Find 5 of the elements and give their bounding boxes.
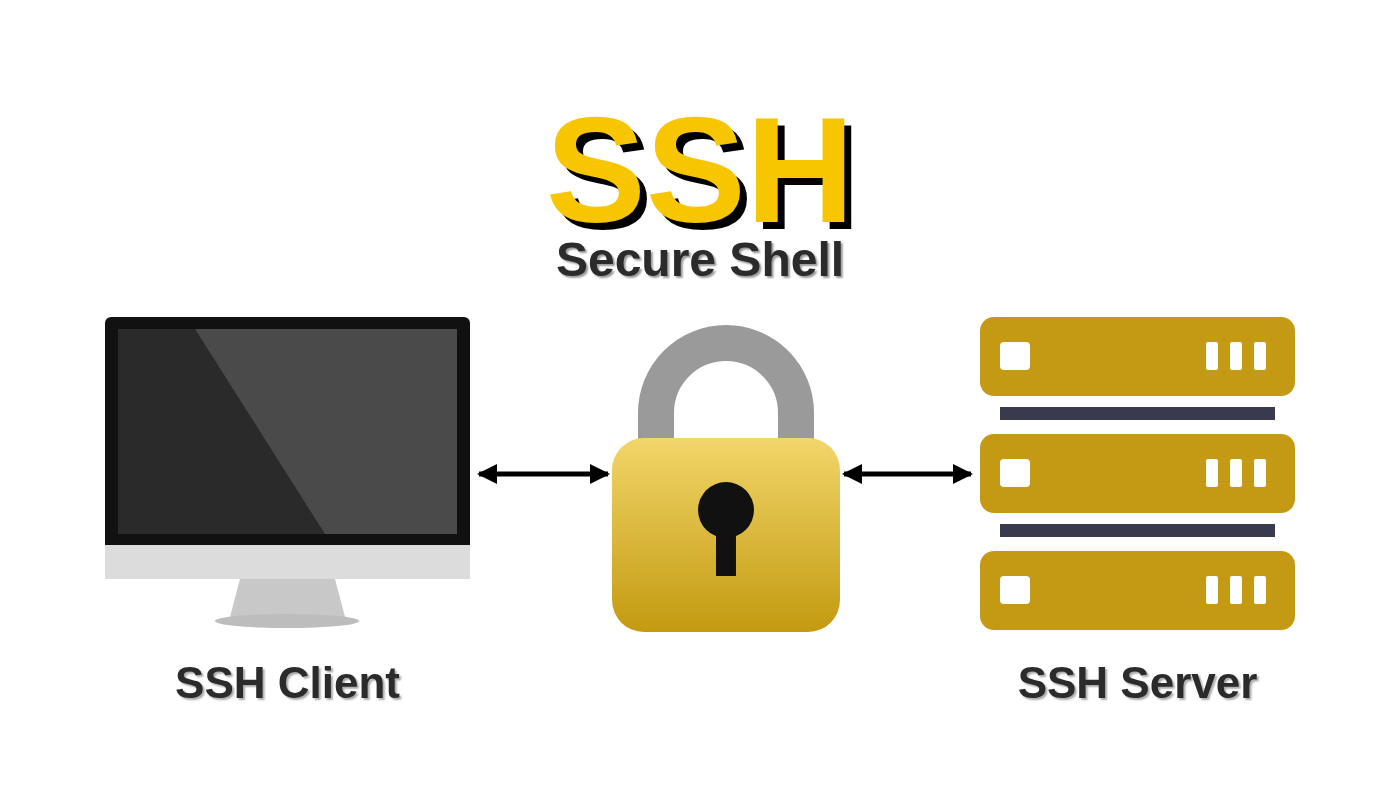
double-arrow xyxy=(842,464,973,484)
subtitle: Secure Shell xyxy=(554,232,846,288)
node-label: SSH Server xyxy=(1017,658,1258,708)
node-label: SSH Client xyxy=(175,658,400,708)
double-arrow xyxy=(477,464,610,484)
